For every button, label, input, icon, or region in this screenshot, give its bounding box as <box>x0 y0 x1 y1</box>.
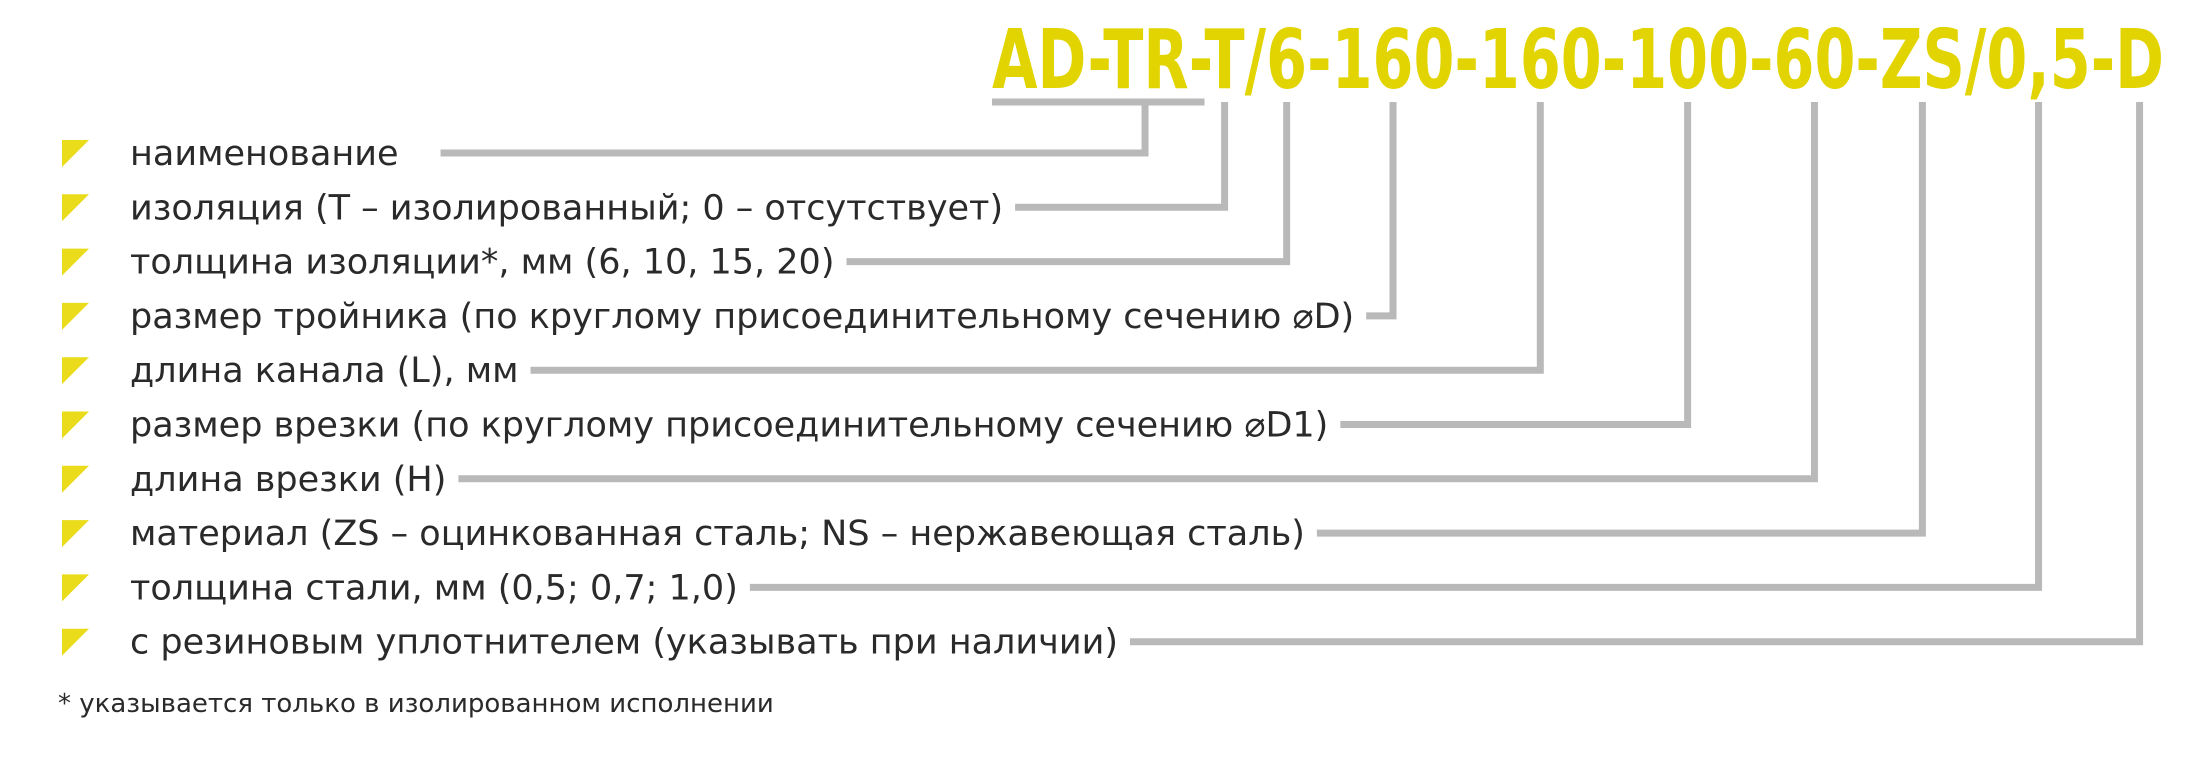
triangle-marker-icon <box>62 411 89 439</box>
parameter-label: толщина изоляции*, мм (6, 10, 15, 20) <box>130 243 834 283</box>
parameter-label: длина врезки (H) <box>130 460 446 500</box>
code-segment: / <box>1965 13 1987 108</box>
parameter-label: изоляция (T – изолированный; 0 – отсутст… <box>130 188 1003 228</box>
triangle-marker-icon <box>62 194 89 222</box>
code-segment: 6 <box>1266 13 1307 108</box>
code-segment: 60 <box>1773 13 1855 108</box>
bullet-markers <box>62 140 89 656</box>
code-segment: ZS <box>1880 13 1965 108</box>
triangle-marker-icon <box>62 520 89 548</box>
code-segment: 160 <box>1479 13 1602 108</box>
triangle-marker-icon <box>62 140 89 167</box>
parameter-labels: наименование изоляция (T – изолированный;… <box>130 134 1354 663</box>
triangle-marker-icon <box>62 302 89 330</box>
triangle-marker-icon <box>62 574 89 602</box>
code-segment: AD-TR- <box>992 13 1210 108</box>
connector-line <box>1129 102 2144 646</box>
connector-line <box>1340 102 1692 428</box>
triangle-marker-icon <box>62 357 89 385</box>
triangle-marker-icon <box>62 628 89 656</box>
code-segment: - <box>1855 13 1879 108</box>
code-segment: / <box>1245 13 1267 108</box>
connector-line <box>1366 102 1397 320</box>
code-segment: D <box>2115 13 2164 108</box>
triangle-marker-icon <box>62 248 89 276</box>
code-segment: - <box>2091 13 2115 108</box>
footnote: * указывается только в изолированном исп… <box>58 689 774 719</box>
connector-line <box>440 98 1205 157</box>
code-segment: 160 <box>1332 13 1455 108</box>
connector-lines <box>440 98 2144 646</box>
connector-line <box>749 102 2043 591</box>
code-segment: - <box>1602 13 1626 108</box>
code-segment: - <box>1454 13 1478 108</box>
parameter-label: размер врезки (по круглому присоединител… <box>130 406 1328 446</box>
parameter-label: наименование <box>130 134 399 174</box>
code-segment: - <box>1307 13 1331 108</box>
parameter-label: материал (ZS – оцинкованная сталь; NS – … <box>130 514 1305 554</box>
code-segment: T <box>1205 13 1245 108</box>
connector-line <box>458 102 1818 483</box>
product-code: AD-TR-T/6-160-160-100-60-ZS/0,5-D <box>992 13 2164 108</box>
connector-line <box>1316 102 1926 537</box>
code-segment: 0,5 <box>1986 13 2090 108</box>
parameter-label: толщина стали, мм (0,5; 0,7; 1,0) <box>130 568 738 608</box>
code-segment: 100 <box>1626 13 1749 108</box>
parameter-label: размер тройника (по круглому присоединит… <box>130 297 1354 337</box>
parameter-label: длина канала (L), мм <box>130 351 519 391</box>
connector-line <box>530 102 1544 374</box>
connector-line <box>1015 102 1229 211</box>
connector-line <box>846 102 1291 266</box>
parameter-label: с резиновым уплотнителем (указывать при … <box>130 623 1118 663</box>
triangle-marker-icon <box>62 465 89 493</box>
code-segment: - <box>1749 13 1773 108</box>
